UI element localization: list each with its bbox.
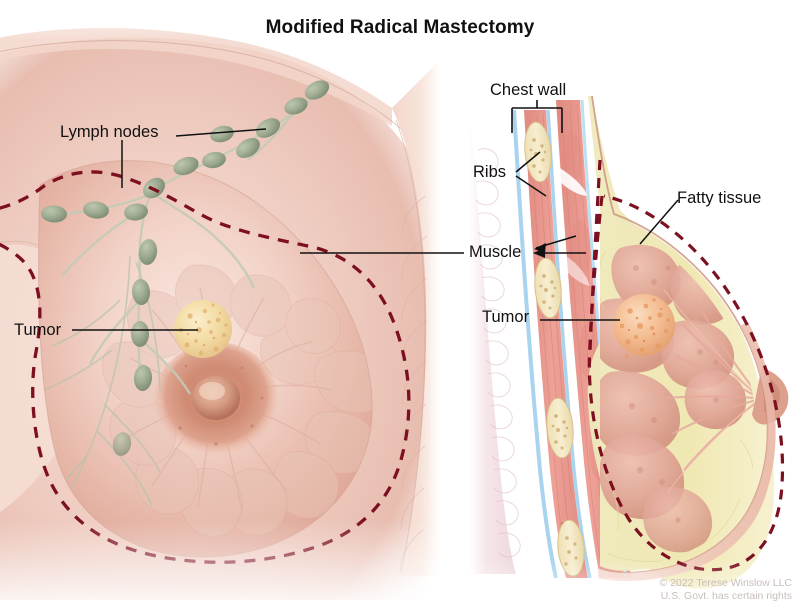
pleura-line-outer bbox=[512, 109, 558, 579]
label-fatty-tissue: Fatty tissue bbox=[677, 189, 762, 207]
pectoral-muscle bbox=[556, 100, 632, 578]
fascia-notch bbox=[558, 168, 588, 196]
copyright-line-1: © 2022 Terese Winslow LLC bbox=[659, 576, 792, 589]
breast-outline bbox=[38, 160, 373, 558]
lymph-nodes-group bbox=[41, 80, 330, 456]
rib bbox=[524, 121, 552, 183]
pleura-gap-line bbox=[519, 109, 565, 579]
ducts-side-thin bbox=[663, 289, 755, 493]
tumor-front-granules bbox=[178, 303, 228, 358]
rib bbox=[546, 397, 574, 459]
lymph-node bbox=[210, 125, 234, 143]
lymph-node bbox=[202, 151, 226, 169]
copyright-notice: © 2022 Terese Winslow LLC U.S. Govt. has… bbox=[660, 577, 792, 604]
areola-speckles bbox=[178, 364, 264, 446]
page-title: Modified Radical Mastectomy bbox=[265, 17, 535, 38]
leader-ribs-upper bbox=[515, 151, 541, 173]
intercostal-muscle-inner bbox=[524, 110, 588, 578]
lymph-node bbox=[83, 201, 109, 219]
lymph-node bbox=[133, 365, 153, 391]
lymph-node bbox=[124, 203, 148, 221]
rib-marrow-speckles bbox=[529, 138, 547, 174]
tumor-side-flecks bbox=[627, 308, 662, 343]
leader-fatty-tissue bbox=[639, 199, 679, 245]
rib bbox=[534, 257, 562, 319]
leader-lymph-diagonal bbox=[175, 128, 267, 137]
lymph-node bbox=[236, 138, 260, 158]
lymph-node bbox=[138, 239, 158, 265]
lymph-node bbox=[131, 321, 149, 347]
lymph-node bbox=[284, 97, 308, 115]
leader-arrowheads bbox=[533, 243, 546, 258]
nipple-highlight bbox=[199, 382, 225, 400]
copyright-line-2: U.S. Govt. has certain rights bbox=[660, 590, 792, 603]
tumor-front bbox=[174, 300, 232, 358]
lymph-node bbox=[304, 80, 330, 100]
lung-tissue bbox=[470, 110, 516, 574]
muscle-arrowhead-lower bbox=[533, 248, 545, 258]
excision-line-front bbox=[0, 170, 411, 564]
lymph-node bbox=[255, 118, 281, 138]
panel-cross-section bbox=[440, 0, 800, 610]
label-tumor-side: Tumor bbox=[482, 308, 530, 326]
leader-ribs-lower bbox=[515, 175, 547, 197]
fascia-notch bbox=[562, 256, 590, 286]
label-chest-wall: Chest wall bbox=[490, 81, 567, 99]
tumor-front-flecks bbox=[187, 312, 221, 346]
tumor-side bbox=[613, 294, 675, 358]
leader-chestwall-bracket bbox=[511, 100, 563, 133]
tumor-side-granules bbox=[619, 298, 670, 358]
shoulder-edge-line bbox=[0, 40, 421, 147]
label-lymph-nodes: Lymph nodes bbox=[60, 123, 159, 141]
right-torso-mass bbox=[392, 60, 440, 576]
breast-skin-band bbox=[598, 322, 776, 581]
label-tumor-front: Tumor bbox=[14, 321, 62, 339]
rib-marrow-speckles bbox=[539, 274, 557, 310]
rib-marrow-speckles bbox=[564, 536, 578, 566]
lymph-node bbox=[112, 432, 132, 456]
right-torso-edge bbox=[395, 119, 426, 573]
lymph-node bbox=[131, 279, 151, 305]
label-muscle: Muscle bbox=[469, 243, 522, 261]
excision-line-chestwall bbox=[588, 159, 602, 353]
panel-front-view bbox=[0, 0, 440, 610]
lymph-node bbox=[41, 205, 67, 223]
label-ribs: Ribs bbox=[473, 163, 507, 181]
rib-marrow-speckles bbox=[551, 414, 569, 450]
lung-alveoli-texture bbox=[475, 148, 521, 558]
lymph-node-chain bbox=[41, 80, 330, 456]
lymph-node bbox=[173, 156, 199, 176]
